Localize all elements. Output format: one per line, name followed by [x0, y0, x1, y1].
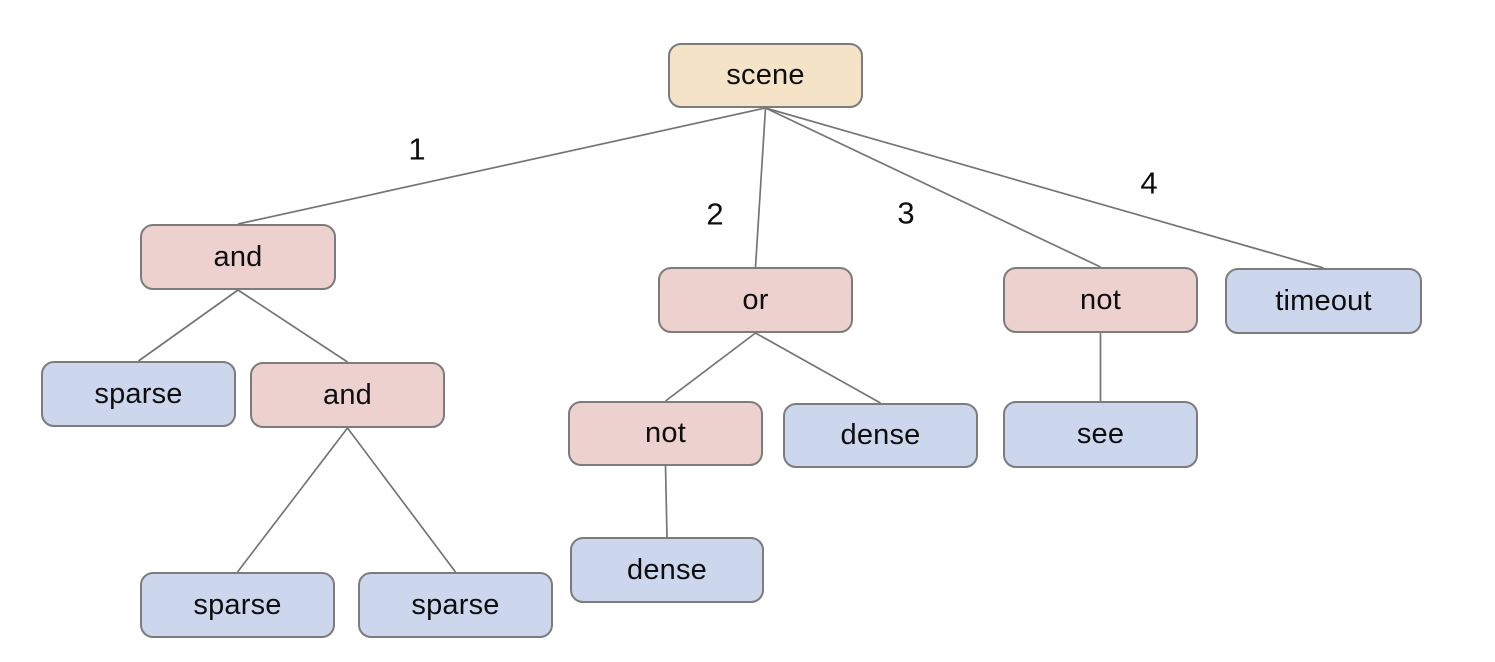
node-label: sparse: [193, 588, 282, 621]
node-label: or: [742, 283, 769, 316]
edge-label-2: 2: [706, 196, 724, 232]
tree-edge-or1-dense1: [755, 332, 881, 404]
tree-edge-or1-not2: [664, 332, 757, 402]
edge-label-1: 1: [408, 131, 426, 167]
node-label: sparse: [411, 588, 500, 621]
node-label: see: [1076, 418, 1125, 450]
node-label: not: [645, 417, 686, 449]
tree-node-sparse1: sparse: [41, 361, 236, 427]
edge-label-4: 4: [1140, 165, 1158, 201]
tree-node-or1: or: [658, 267, 853, 333]
tree-node-see1: see: [1003, 401, 1198, 468]
node-label: and: [213, 240, 263, 273]
node-label: sparse: [94, 377, 183, 410]
tree-edge-scene-or1: [754, 107, 767, 268]
node-label: and: [323, 378, 372, 411]
edge-label-3: 3: [897, 195, 915, 231]
tree-edge-and1-and2: [237, 289, 348, 363]
tree-node-dense1: dense: [783, 403, 978, 468]
tree-node-timeout1: timeout: [1225, 268, 1422, 334]
tree-edge-and2-sparse3: [346, 427, 457, 573]
node-label: dense: [626, 553, 707, 586]
tree-node-sparse2: sparse: [140, 572, 335, 638]
tree-node-not2: not: [568, 401, 763, 466]
tree-node-not1: not: [1003, 267, 1198, 333]
tree-node-scene: scene: [668, 43, 863, 108]
tree-edge-not2-dense2: [664, 465, 668, 538]
tree-edge-scene-not1: [765, 107, 1101, 268]
node-label: dense: [840, 419, 921, 451]
node-label: not: [1080, 283, 1121, 316]
node-label: timeout: [1275, 284, 1372, 317]
tree-edge-scene-and1: [237, 107, 766, 225]
tree-edge-and2-sparse2: [236, 427, 349, 573]
tree-edge-and1-sparse1: [138, 289, 239, 362]
node-label: scene: [726, 59, 805, 91]
tree-node-and1: and: [140, 224, 336, 290]
tree-node-sparse3: sparse: [358, 572, 553, 638]
tree-node-and2: and: [250, 362, 445, 428]
tree-node-dense2: dense: [570, 537, 764, 603]
tree-edge-scene-timeout1: [765, 107, 1324, 269]
